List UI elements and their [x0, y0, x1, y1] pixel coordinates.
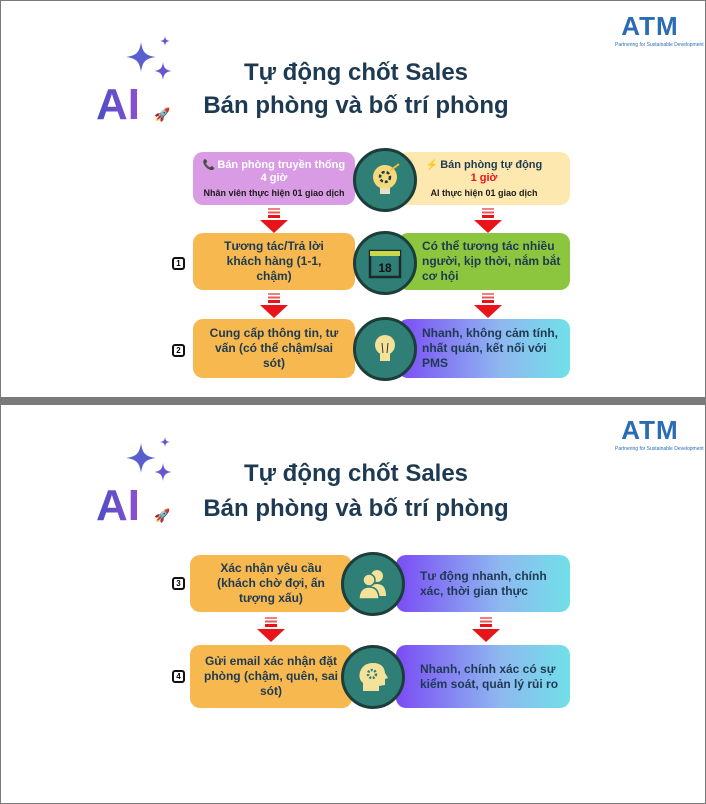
traditional-sales-header: 📞Bán phòng truyền thống 4 giờ Nhân viên … — [193, 152, 355, 205]
automated-sales-header: ⚡Bán phòng tự động 1 giờ AI thực hiện 01… — [398, 152, 570, 205]
idea-gear-icon — [353, 148, 417, 212]
traditional-step-3: Xác nhận yêu cầu (khách chờ đợi, ấn tượn… — [190, 555, 352, 612]
automated-step-3: Tư động nhanh, chính xác, thời gian thực — [396, 555, 570, 612]
down-arrow-icon — [473, 208, 503, 234]
step-number: 2 — [172, 344, 185, 357]
rocket-icon: 🚀 — [154, 107, 171, 122]
down-arrow-icon — [471, 617, 501, 643]
rocket-icon: 🚀 — [154, 508, 171, 523]
head-gear-icon — [341, 645, 405, 709]
automated-step-4: Nhanh, chính xác có sự kiểm soát, quản l… — [396, 645, 570, 708]
sparkle-icon — [160, 437, 170, 447]
page-title: Tự động chốt Sales — [243, 460, 469, 487]
lightning-icon: ⚡ — [425, 159, 439, 171]
down-arrow-icon — [256, 617, 286, 643]
phone-icon: 📞 — [202, 159, 216, 171]
down-arrow-icon — [259, 293, 289, 319]
traditional-step-2: Cung cấp thông tin, tư vấn (có thể chậm/… — [193, 319, 355, 378]
ai-sparkle-logo: AI 🚀 — [96, 435, 186, 530]
page-subtitle: Bán phòng và bố trí phòng — [203, 92, 509, 119]
page-subtitle: Bán phòng và bố trí phòng — [203, 495, 509, 522]
step-number: 4 — [172, 670, 185, 683]
page-title: Tự động chốt Sales — [243, 59, 469, 86]
svg-text:18: 18 — [378, 261, 392, 275]
sparkle-icon — [160, 36, 170, 46]
automated-step-2: Nhanh, không cảm tính, nhất quán, kết nố… — [398, 319, 570, 378]
traditional-step-4: Gửi email xác nhận đặt phòng (chậm, quên… — [190, 645, 352, 708]
automated-step-1: Có thể tương tác nhiều người, kịp thời, … — [398, 233, 570, 290]
down-arrow-icon — [473, 293, 503, 319]
calendar-icon: 18 — [353, 231, 417, 295]
down-arrow-icon — [259, 208, 289, 234]
lightbulb-icon — [353, 317, 417, 381]
traditional-step-1: Tương tác/Trả lời khách hàng (1-1, chậm) — [193, 233, 355, 290]
step-number: 1 — [172, 257, 185, 270]
ai-sparkle-logo: AI 🚀 — [96, 34, 186, 129]
users-icon — [341, 552, 405, 616]
step-number: 3 — [172, 577, 185, 590]
